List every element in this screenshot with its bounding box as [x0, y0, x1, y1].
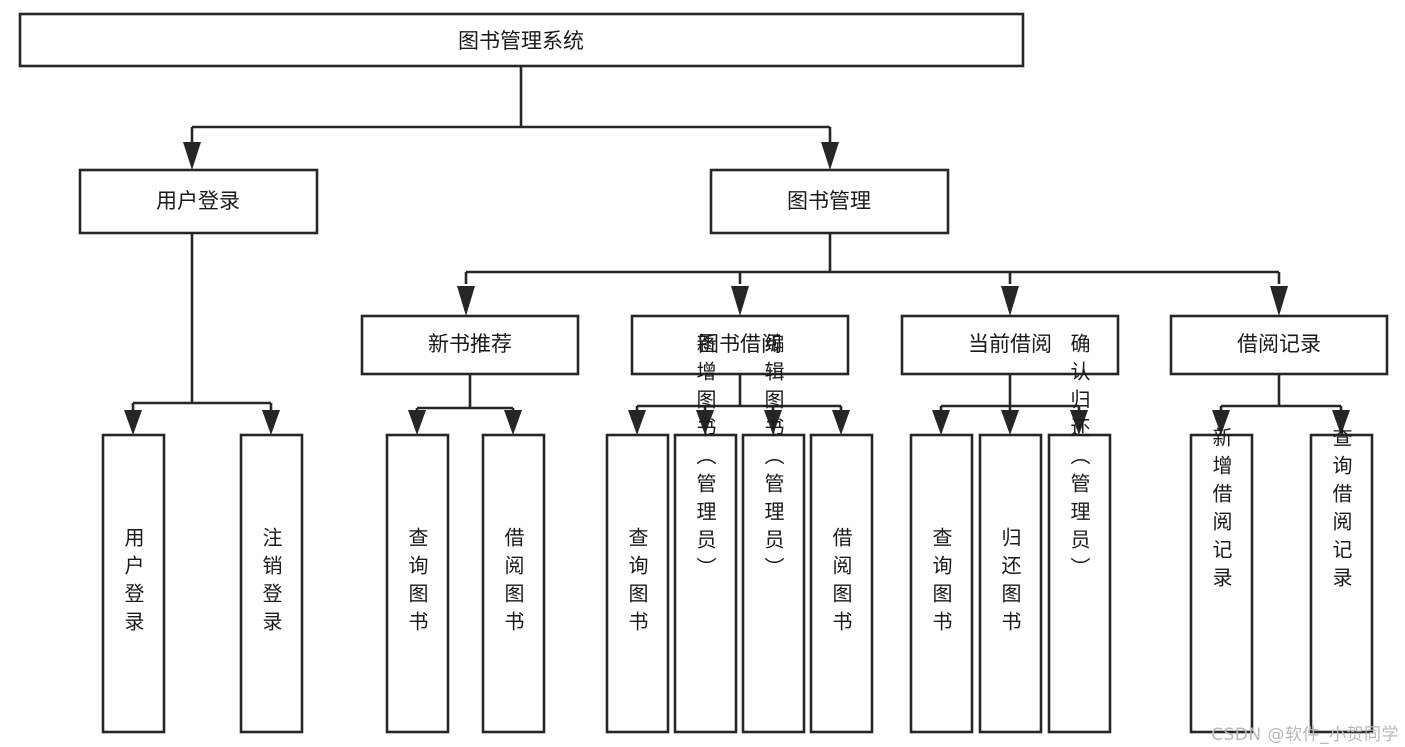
csdn-watermark: CSDN @软件_小贺同学 — [1211, 725, 1399, 745]
node-user-login-box[interactable] — [78, 168, 319, 235]
node-leaf-logout-login-box[interactable] — [239, 433, 304, 734]
node-leaf-recommend-query-box[interactable] — [385, 433, 450, 734]
arrow-to-leaf-borrow-query — [628, 410, 646, 435]
arrow-to-new-book-recommend — [457, 286, 475, 316]
arrow-to-leaf-user-login — [124, 410, 142, 435]
edge-current-to-bus — [939, 374, 1081, 412]
arrow-to-leaf-current-query — [932, 410, 950, 435]
arrow-to-leaf-borrow-lend — [832, 410, 850, 435]
arrow-to-leaf-logout-login — [262, 410, 280, 435]
node-book-manage-label: 图书管理 — [787, 189, 871, 213]
edge-recommend-to-bus — [415, 374, 515, 414]
node-leaf-recommend-borrow[interactable]: 借阅图书 — [481, 433, 546, 734]
node-leaf-borrow-query-label: 查询图书 — [625, 527, 649, 639]
edge-layer — [124, 66, 1350, 435]
node-current-borrow-box[interactable] — [900, 314, 1120, 376]
node-user-login-label: 用户登录 — [156, 189, 240, 213]
node-book-manage[interactable]: 图书管理 — [709, 168, 950, 235]
node-leaf-record-add-box[interactable] — [1189, 433, 1254, 734]
node-leaf-current-return[interactable]: 归还图书 — [978, 433, 1043, 734]
node-leaf-borrow-edit[interactable]: 编辑图书（管理员） — [741, 333, 806, 734]
node-new-book-recommend[interactable]: 新书推荐 — [360, 314, 580, 376]
node-leaf-user-login[interactable]: 用户登录 — [101, 433, 166, 734]
edge-userlogin-to-bus — [131, 233, 273, 412]
node-book-manage-box[interactable] — [709, 168, 950, 235]
node-leaf-record-query-label: 查询借阅记录 — [1329, 427, 1353, 595]
node-borrow-record-box[interactable] — [1169, 314, 1389, 376]
node-leaf-borrow-query-box[interactable] — [605, 433, 670, 734]
arrow-to-book-borrow — [731, 286, 749, 316]
arrow-to-leaf-borrow-edit — [764, 410, 782, 435]
edge-bookmanage-to-bus — [464, 233, 1281, 284]
node-leaf-borrow-edit-label: 编辑图书（管理员） — [761, 333, 785, 585]
node-leaf-current-confirm[interactable]: 确认归还（管理员） — [1047, 333, 1112, 734]
node-leaf-record-query[interactable]: 查询借阅记录 — [1309, 427, 1374, 734]
node-leaf-borrow-edit-box[interactable] — [741, 433, 806, 734]
node-current-borrow-label: 当前借阅 — [968, 332, 1052, 356]
node-book-borrow-box[interactable] — [630, 314, 850, 376]
node-new-book-recommend-box[interactable] — [360, 314, 580, 376]
node-leaf-recommend-borrow-label: 借阅图书 — [501, 527, 525, 639]
arrow-to-user-login — [183, 142, 201, 170]
node-leaf-current-return-label: 归还图书 — [998, 527, 1022, 639]
edge-borrow-to-bus — [635, 374, 843, 412]
edge-record-to-bus — [1219, 374, 1343, 412]
arrow-to-leaf-recommend-borrow — [504, 410, 522, 435]
node-leaf-borrow-lend-box[interactable] — [809, 433, 874, 734]
node-leaf-borrow-add-box[interactable] — [673, 433, 738, 734]
arrow-to-current-borrow — [1001, 286, 1019, 316]
arrow-to-leaf-record-query — [1332, 410, 1350, 435]
node-leaf-current-query-label: 查询图书 — [929, 527, 953, 639]
node-leaf-borrow-lend[interactable]: 借阅图书 — [809, 433, 874, 734]
arrow-to-book-manage — [821, 142, 839, 170]
node-leaf-borrow-add[interactable]: 新增图书（管理员） — [673, 333, 738, 734]
node-new-book-recommend-label: 新书推荐 — [428, 332, 512, 356]
arrow-to-leaf-current-return — [1001, 410, 1019, 435]
node-leaf-user-login-box[interactable] — [101, 433, 166, 734]
node-leaf-current-return-box[interactable] — [978, 433, 1043, 734]
node-leaf-current-confirm-label: 确认归还（管理员） — [1067, 333, 1091, 585]
node-leaf-current-query[interactable]: 查询图书 — [909, 433, 974, 734]
node-root-box[interactable] — [18, 12, 1025, 68]
node-current-borrow[interactable]: 当前借阅 — [900, 314, 1120, 376]
node-root[interactable]: 图书管理系统 — [18, 12, 1025, 68]
node-leaf-recommend-query-label: 查询图书 — [405, 527, 429, 639]
node-book-borrow[interactable]: 图书借阅 — [630, 314, 850, 376]
node-leaf-current-query-box[interactable] — [909, 433, 974, 734]
node-root-label: 图书管理系统 — [458, 29, 584, 53]
arrow-to-leaf-record-add — [1212, 410, 1230, 435]
node-book-borrow-label: 图书借阅 — [698, 332, 782, 356]
node-leaf-recommend-borrow-box[interactable] — [481, 433, 546, 734]
node-leaf-logout-login[interactable]: 注销登录 — [239, 433, 304, 734]
arrow-to-leaf-recommend-query — [408, 410, 426, 435]
node-leaf-borrow-query[interactable]: 查询图书 — [605, 433, 670, 734]
node-borrow-record[interactable]: 借阅记录 — [1169, 314, 1389, 376]
node-leaf-user-login-label: 用户登录 — [121, 527, 145, 639]
arrow-to-leaf-current-confirm — [1070, 410, 1088, 435]
arrow-to-borrow-record — [1270, 286, 1288, 316]
node-leaf-record-add[interactable]: 新增借阅记录 — [1189, 427, 1254, 734]
node-leaf-borrow-lend-label: 借阅图书 — [829, 527, 853, 639]
node-leaf-logout-login-label: 注销登录 — [259, 527, 283, 639]
node-borrow-record-label: 借阅记录 — [1237, 332, 1321, 356]
node-leaf-record-query-box[interactable] — [1309, 433, 1374, 734]
node-leaf-current-confirm-box[interactable] — [1047, 433, 1112, 734]
node-user-login[interactable]: 用户登录 — [78, 168, 319, 235]
node-leaf-record-add-label: 新增借阅记录 — [1209, 427, 1233, 595]
edge-root-to-bus — [190, 66, 832, 142]
arrow-to-leaf-borrow-add — [696, 410, 714, 435]
node-leaf-recommend-query[interactable]: 查询图书 — [385, 433, 450, 734]
node-leaf-borrow-add-label: 新增图书（管理员） — [693, 333, 717, 585]
